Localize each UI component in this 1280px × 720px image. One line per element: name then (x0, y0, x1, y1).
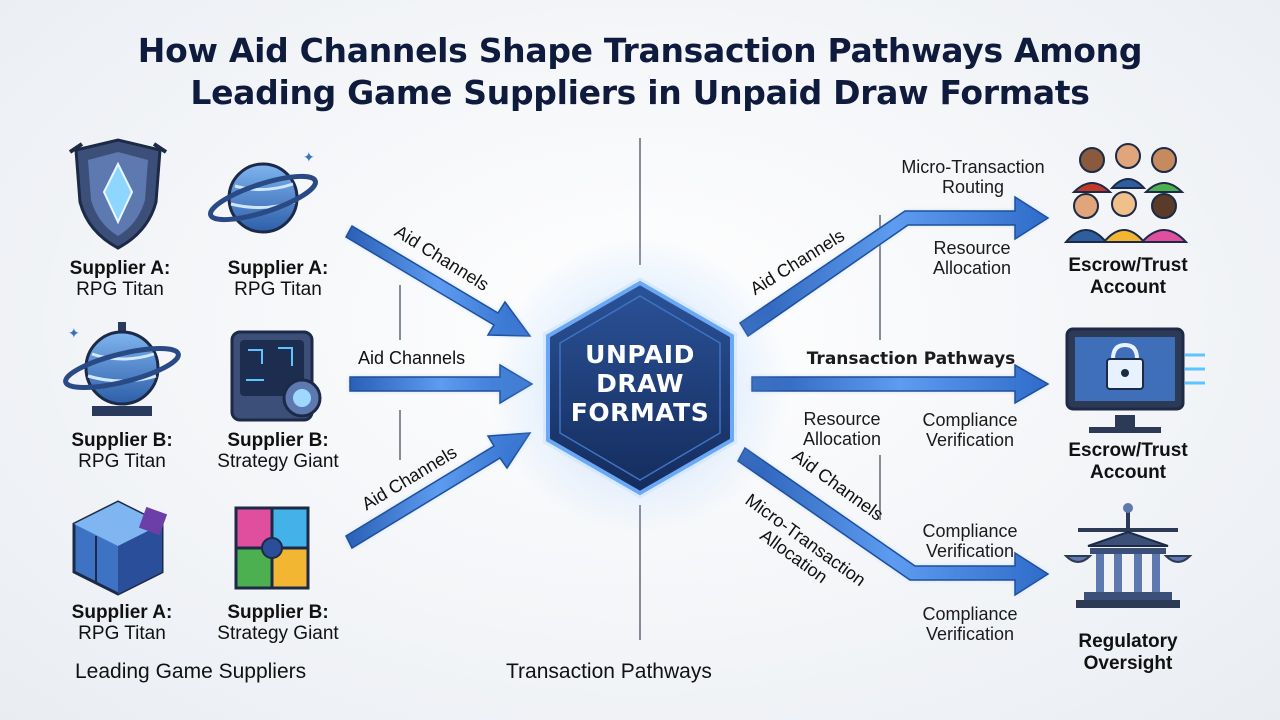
title-line-2: Leading Game Suppliers in Unpaid Draw Fo… (190, 73, 1090, 112)
right-arrow-middle (751, 363, 1050, 405)
right-arrow-bottom (737, 446, 1050, 597)
target-label-regulatory: Regulatory Oversight (1078, 631, 1178, 674)
center-label: UNPAID DRAW FORMATS (570, 340, 710, 427)
target-label-escrow-2: Escrow/Trust Account (1068, 440, 1188, 483)
supplier-label-3: Supplier B: RPG Titan (71, 430, 173, 472)
supplier-label-6: Supplier B: Strategy Giant (217, 602, 339, 644)
page-title: How Aid Channels Shape Transaction Pathw… (0, 30, 1280, 114)
people-group-icon (1063, 143, 1189, 243)
planet-icon: ✦ (208, 149, 318, 234)
puzzle-cube-icon (72, 500, 168, 596)
color-puzzle-cube-icon (234, 506, 310, 590)
courthouse-scales-icon (1063, 503, 1193, 608)
svg-text:✦: ✦ (303, 149, 315, 165)
left-arrow-label-middle: Aid Channels (358, 348, 466, 368)
secure-monitor-icon (1065, 327, 1205, 433)
supplier-label-1: Supplier A: RPG Titan (69, 258, 171, 300)
right-arrow-top (738, 195, 1050, 338)
compliance-verification-label-low-2: Compliance Verification (922, 604, 1018, 644)
left-arrow-top (344, 224, 532, 337)
supplier-label-5: Supplier A: RPG Titan (71, 602, 173, 644)
supplier-label-2: Supplier A: RPG Titan (227, 258, 329, 300)
micro-transaction-routing-label: Micro-Transaction Routing (901, 157, 1045, 197)
circuit-board-icon (230, 330, 322, 422)
svg-text:✦: ✦ (68, 325, 80, 341)
compliance-verification-label-low-1: Compliance Verification (922, 521, 1018, 561)
target-label-escrow-1: Escrow/Trust Account (1068, 255, 1188, 298)
center-hexagon (490, 235, 790, 535)
shield-crystal-icon (68, 138, 168, 250)
title-line-1: How Aid Channels Shape Transaction Pathw… (137, 31, 1143, 70)
compliance-verification-label-mid: Compliance Verification (922, 410, 1018, 450)
planet-on-stand-icon: ✦ (63, 322, 181, 416)
resource-allocation-label-top: Resource Allocation (932, 238, 1012, 278)
footer-transaction-pathways: Transaction Pathways (506, 660, 712, 683)
footer-leading-game-suppliers: Leading Game Suppliers (75, 660, 307, 683)
transaction-pathways-label: Transaction Pathways (806, 349, 1016, 369)
supplier-label-4: Supplier B: Strategy Giant (217, 430, 339, 472)
resource-allocation-label-mid: Resource Allocation (802, 409, 882, 449)
